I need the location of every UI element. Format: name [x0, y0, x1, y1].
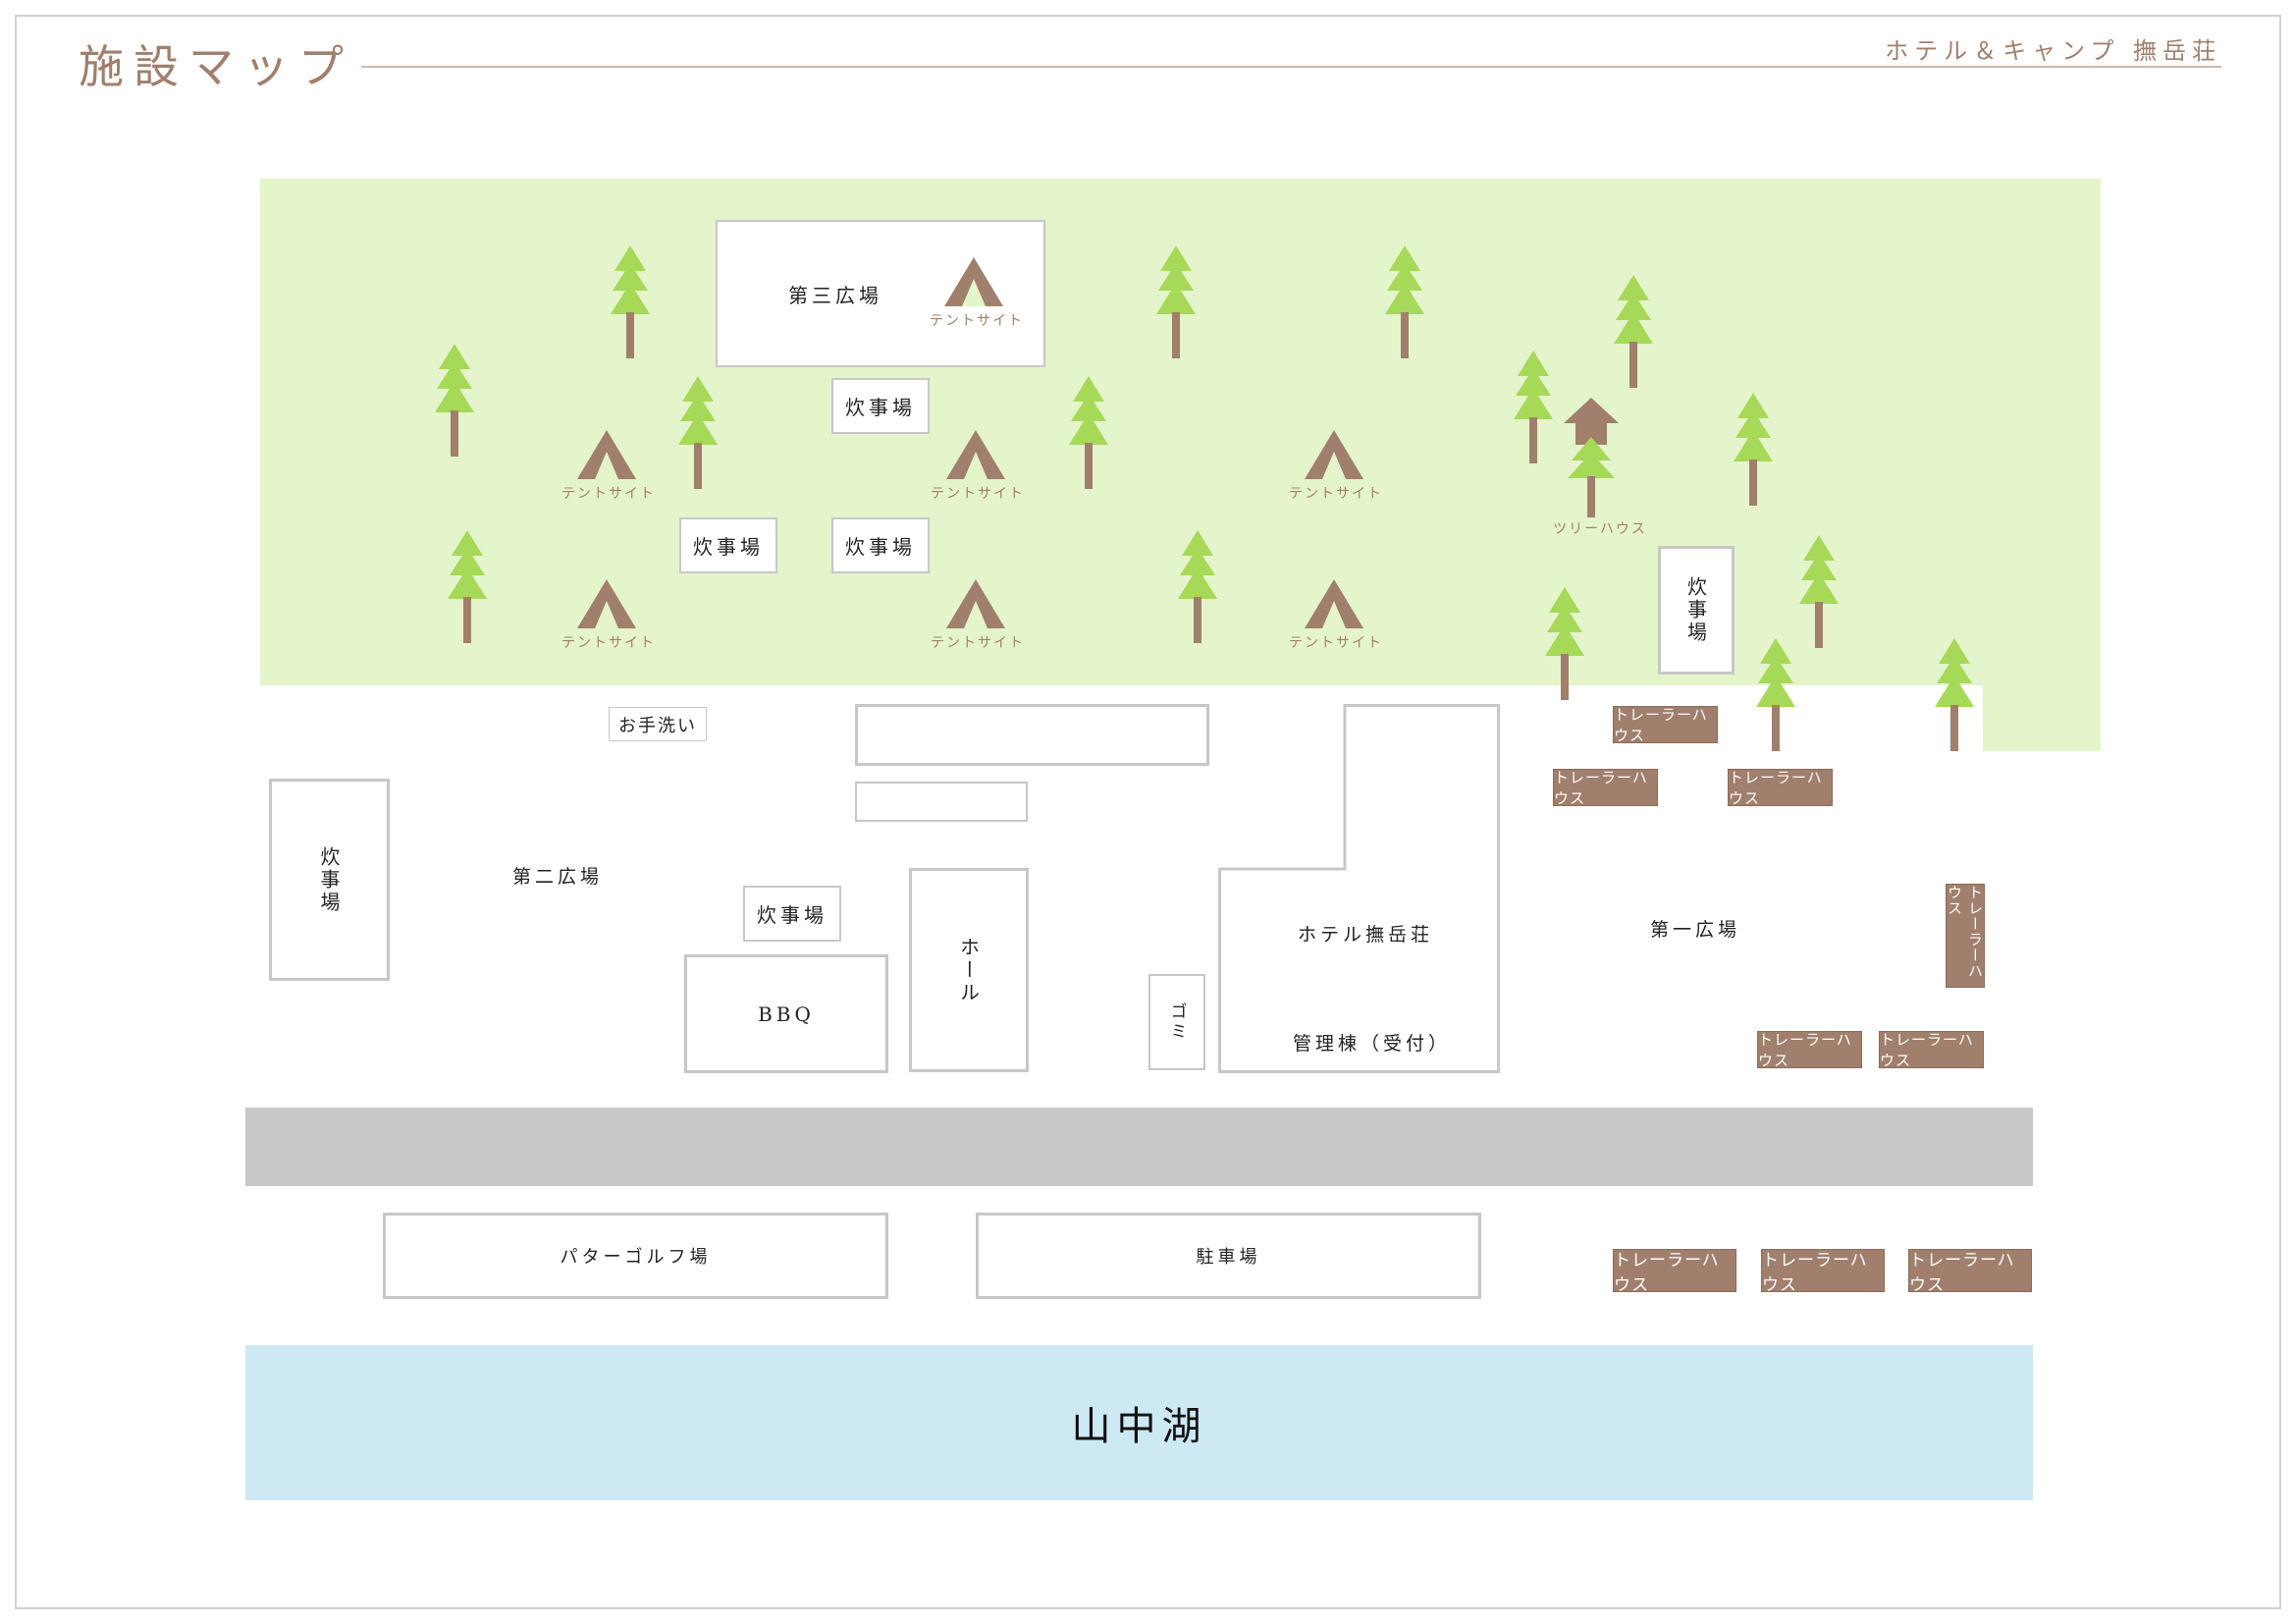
tent-site-label: テントサイト: [931, 635, 1025, 651]
trailer-house-label: トレーラーハウス: [1729, 769, 1823, 807]
trailer-house[interactable]: トレーラーハウス: [1946, 884, 1985, 988]
tree-icon: [1756, 638, 1795, 751]
tree-icon: [1545, 587, 1584, 700]
kitchen-3[interactable]: 炊事場: [831, 517, 930, 573]
trailer-house-label: トレーラーハウス: [1946, 885, 1984, 979]
kitchen-label: 炊事場: [845, 396, 916, 419]
tree-icon: [435, 344, 474, 457]
map-frame: [15, 15, 2281, 1609]
first-plaza-label: 第一広場: [1650, 919, 1741, 941]
kitchen-5[interactable]: 炊事場: [269, 779, 390, 981]
parking-lot[interactable]: 駐車場: [976, 1213, 1481, 1299]
tree-house-icon: [1564, 398, 1619, 517]
trailer-house[interactable]: トレーラーハウス: [1879, 1031, 1984, 1069]
trailer-house[interactable]: トレーラーハウス: [1761, 1249, 1885, 1295]
hall-label: ホール: [956, 936, 981, 1004]
tree-icon: [1156, 245, 1196, 358]
road: [245, 1108, 2033, 1186]
putter-golf-course[interactable]: パターゴルフ場: [383, 1213, 888, 1299]
tree-icon: [678, 376, 718, 489]
trailer-house-label: トレーラーハウス: [1614, 1251, 1720, 1295]
kitchen-label: 炊事場: [845, 535, 916, 559]
trailer-house[interactable]: トレーラーハウス: [1553, 769, 1658, 807]
kitchen-label: 炊事場: [317, 845, 341, 914]
tree-icon: [1069, 376, 1108, 489]
trailer-house-label: トレーラーハウス: [1554, 769, 1648, 807]
putter-golf-label: パターゴルフ場: [560, 1247, 712, 1268]
trailer-house-label: トレーラーハウス: [1762, 1251, 1868, 1295]
bbq-label: BBQ: [758, 1001, 815, 1026]
kitchen-2[interactable]: 炊事場: [679, 517, 777, 573]
hall[interactable]: ホール: [909, 868, 1029, 1072]
trailer-house-label: トレーラーハウス: [1614, 706, 1708, 744]
tent-icon: [577, 430, 636, 479]
brand-name: ホテル＆キャンプ 撫岳荘: [1885, 37, 2221, 65]
kitchen-1[interactable]: 炊事場: [831, 378, 930, 434]
tree-icon: [1178, 530, 1217, 643]
kitchen-label: 炊事場: [1683, 576, 1708, 644]
tree-icon: [448, 530, 487, 643]
unlabeled-building-small[interactable]: [855, 782, 1028, 822]
header-divider: [361, 66, 2221, 68]
forest-area-extension: [1983, 677, 2101, 751]
trailer-house[interactable]: トレーラーハウス: [1613, 1249, 1736, 1295]
tent-site-label: テントサイト: [561, 486, 656, 502]
tent-site-label: テントサイト: [1289, 486, 1383, 502]
hotel-label: ホテル撫岳荘: [1298, 924, 1434, 946]
tent-site-label: テントサイト: [931, 486, 1025, 502]
tree-house-label: ツリーハウス: [1553, 521, 1647, 537]
office-label: 管理棟（受付）: [1293, 1033, 1452, 1055]
tree-icon: [1799, 535, 1839, 648]
restroom[interactable]: お手洗い: [609, 707, 707, 741]
tent-icon: [577, 579, 636, 628]
tree-icon: [1514, 351, 1553, 463]
lake: 山中湖: [245, 1345, 2033, 1500]
hotel-building[interactable]: [1218, 704, 1500, 1073]
unlabeled-building-wide[interactable]: [855, 704, 1209, 766]
kitchen-4[interactable]: 炊事場: [1658, 546, 1735, 675]
tree-icon: [1385, 245, 1424, 358]
lake-name: 山中湖: [1071, 1404, 1207, 1449]
trailer-house-label: トレーラーハウス: [1758, 1031, 1852, 1069]
trailer-house-label: トレーラーハウス: [1909, 1251, 2015, 1295]
tent-icon: [1305, 579, 1363, 628]
restroom-label: お手洗い: [618, 715, 697, 736]
tent-icon: [944, 257, 1003, 306]
third-plaza-label: 第三広場: [788, 283, 882, 307]
tree-icon: [611, 245, 650, 358]
trailer-house[interactable]: トレーラーハウス: [1728, 769, 1833, 807]
tree-icon: [1935, 638, 1974, 751]
tent-icon: [1305, 430, 1363, 479]
tent-site-label: テントサイト: [930, 313, 1024, 329]
tent-icon: [946, 430, 1005, 479]
trash-label: ゴミ: [1166, 1002, 1187, 1042]
parking-label: 駐車場: [1196, 1247, 1261, 1268]
kitchen-6[interactable]: 炊事場: [743, 886, 841, 942]
trailer-house[interactable]: トレーラーハウス: [1613, 706, 1718, 744]
trailer-house-label: トレーラーハウス: [1880, 1031, 1974, 1069]
trailer-house[interactable]: トレーラーハウス: [1757, 1031, 1862, 1069]
page-title: 施設マップ: [79, 40, 353, 93]
kitchen-label: 炊事場: [693, 535, 764, 559]
second-plaza-label: 第二広場: [512, 866, 604, 888]
tent-site-label: テントサイト: [561, 635, 656, 651]
trash[interactable]: ゴミ: [1148, 974, 1205, 1070]
bbq-area[interactable]: BBQ: [684, 954, 888, 1073]
tent-site-label: テントサイト: [1289, 635, 1383, 651]
tree-icon: [1614, 275, 1653, 388]
tree-icon: [1734, 393, 1773, 506]
tent-icon: [946, 579, 1005, 628]
kitchen-label: 炊事場: [757, 903, 828, 927]
trailer-house[interactable]: トレーラーハウス: [1908, 1249, 2032, 1295]
